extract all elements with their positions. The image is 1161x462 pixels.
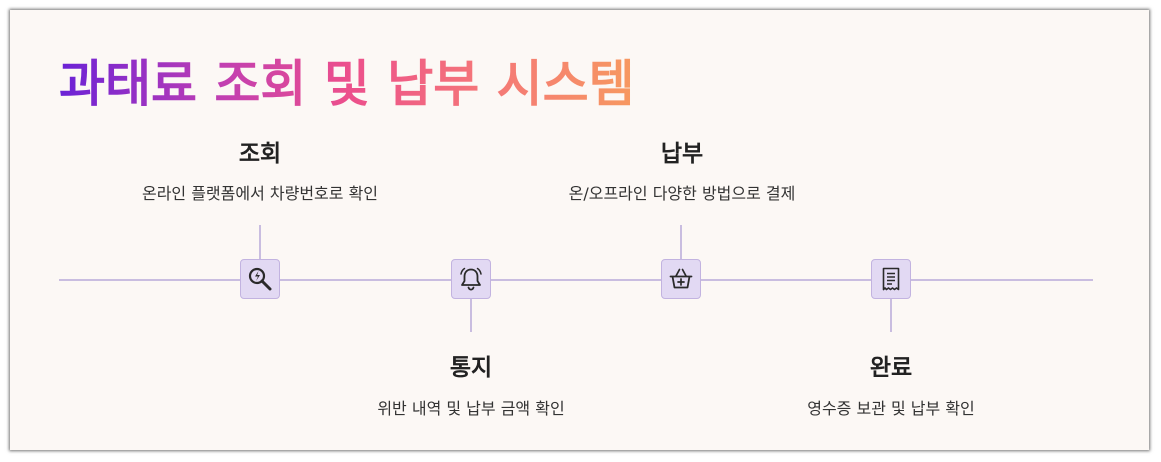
step-node-complete bbox=[871, 259, 911, 299]
bell-icon bbox=[460, 267, 482, 291]
step-title: 납부 bbox=[660, 141, 704, 167]
connector-line bbox=[470, 299, 472, 332]
step-description: 온/오프라인 다양한 방법으로 결제 bbox=[568, 184, 796, 203]
diagram-card: 과태료 조회 및 납부 시스템 조회 온라인 플랫폼에서 차량번호로 확인 통지… bbox=[10, 10, 1149, 450]
receipt-icon bbox=[882, 267, 900, 291]
step-node-search bbox=[240, 259, 280, 299]
connector-line bbox=[890, 299, 892, 332]
step-title: 완료 bbox=[869, 355, 913, 381]
connector-line bbox=[259, 225, 261, 259]
step-title: 조회 bbox=[238, 141, 282, 167]
timeline-line bbox=[59, 279, 1093, 281]
connector-line bbox=[680, 225, 682, 259]
basket-icon bbox=[669, 268, 693, 289]
step-description: 위반 내역 및 납부 금액 확인 bbox=[377, 399, 565, 418]
step-description: 영수증 보관 및 납부 확인 bbox=[807, 399, 975, 418]
step-description: 온라인 플랫폼에서 차량번호로 확인 bbox=[141, 184, 379, 203]
step-node-payment bbox=[661, 259, 701, 299]
page-title: 과태료 조회 및 납부 시스템 bbox=[59, 44, 635, 116]
step-node-notify bbox=[451, 259, 491, 299]
search-icon bbox=[248, 267, 272, 291]
step-title: 통지 bbox=[449, 355, 493, 381]
